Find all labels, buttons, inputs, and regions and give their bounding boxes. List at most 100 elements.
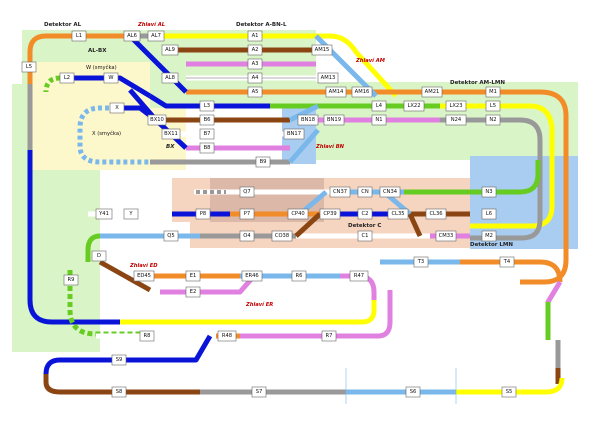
- block-CL36[interactable]: CL36: [425, 208, 447, 220]
- block-box[interactable]: [481, 230, 497, 242]
- block-R48[interactable]: R48: [217, 330, 237, 342]
- block-box[interactable]: [403, 100, 425, 112]
- block-CN37[interactable]: CN37: [329, 186, 351, 198]
- block-box[interactable]: [199, 142, 215, 154]
- block-D[interactable]: D: [91, 250, 107, 262]
- block-A4[interactable]: A4: [247, 72, 263, 84]
- block-A3[interactable]: A3: [247, 58, 263, 70]
- block-box[interactable]: [109, 102, 125, 114]
- block-box[interactable]: [481, 208, 497, 220]
- block-T4[interactable]: T4: [499, 256, 515, 268]
- block-LX23[interactable]: LX23: [445, 100, 467, 112]
- block-box[interactable]: [485, 100, 501, 112]
- block-R6[interactable]: R6: [291, 270, 307, 282]
- block-box[interactable]: [95, 208, 113, 220]
- block-R8[interactable]: R8: [139, 330, 155, 342]
- block-L2[interactable]: L2: [59, 72, 75, 84]
- block-box[interactable]: [133, 270, 155, 282]
- block-M1[interactable]: M1: [485, 86, 501, 98]
- block-ER46[interactable]: ER46: [241, 270, 263, 282]
- block-box[interactable]: [239, 208, 255, 220]
- block-CN[interactable]: CN: [357, 186, 373, 198]
- block-box[interactable]: [349, 270, 369, 282]
- block-L3[interactable]: L3: [199, 100, 215, 112]
- block-A2[interactable]: A2: [247, 44, 263, 56]
- block-box[interactable]: [59, 72, 75, 84]
- block-B6[interactable]: B6: [199, 114, 215, 126]
- block-box[interactable]: [199, 114, 215, 126]
- block-P7[interactable]: P7: [239, 208, 255, 220]
- block-box[interactable]: [241, 270, 263, 282]
- block-S9[interactable]: S9: [111, 354, 127, 366]
- block-box[interactable]: [425, 208, 447, 220]
- block-N3[interactable]: N3: [481, 186, 497, 198]
- block-P8[interactable]: P8: [195, 208, 211, 220]
- block-box[interactable]: [501, 386, 517, 398]
- block-W[interactable]: W: [103, 72, 119, 84]
- block-CN34[interactable]: CN34: [379, 186, 401, 198]
- block-box[interactable]: [247, 30, 263, 42]
- block-CM33[interactable]: CM33: [435, 230, 457, 242]
- block-B9[interactable]: B9: [255, 156, 271, 168]
- block-Q5[interactable]: Q5: [163, 230, 179, 242]
- block-M2[interactable]: M2: [481, 230, 497, 242]
- block-box[interactable]: [321, 330, 337, 342]
- block-box[interactable]: [481, 186, 497, 198]
- block-AM13[interactable]: AM13: [317, 72, 339, 84]
- block-box[interactable]: [317, 72, 339, 84]
- block-box[interactable]: [311, 44, 333, 56]
- block-box[interactable]: [485, 86, 501, 98]
- block-box[interactable]: [499, 256, 515, 268]
- block-AM15[interactable]: AM15: [311, 44, 333, 56]
- block-box[interactable]: [323, 114, 345, 126]
- block-box[interactable]: [63, 274, 79, 286]
- block-AL9[interactable]: AL9: [161, 44, 179, 56]
- block-S8[interactable]: S8: [111, 386, 127, 398]
- block-BN19[interactable]: BN19: [323, 114, 345, 126]
- block-box[interactable]: [161, 128, 181, 140]
- block-A5[interactable]: A5: [247, 86, 263, 98]
- block-AL6[interactable]: AL6: [123, 30, 141, 42]
- block-box[interactable]: [291, 270, 307, 282]
- block-box[interactable]: [247, 44, 263, 56]
- block-box[interactable]: [297, 114, 319, 126]
- block-Q7[interactable]: Q7: [239, 186, 255, 198]
- block-box[interactable]: [283, 128, 305, 140]
- block-box[interactable]: [91, 250, 107, 262]
- block-box[interactable]: [139, 330, 155, 342]
- block-box[interactable]: [445, 100, 467, 112]
- block-N2[interactable]: N2: [485, 114, 501, 126]
- block-box[interactable]: [357, 230, 373, 242]
- block-CP39[interactable]: CP39: [319, 208, 341, 220]
- block-box[interactable]: [217, 330, 237, 342]
- block-box[interactable]: [185, 286, 201, 298]
- block-box[interactable]: [485, 114, 501, 126]
- block-box[interactable]: [247, 58, 263, 70]
- block-BX11[interactable]: BX11: [161, 128, 181, 140]
- block-box[interactable]: [161, 72, 179, 84]
- block-AL7[interactable]: AL7: [147, 30, 165, 42]
- block-C2[interactable]: C2: [357, 208, 373, 220]
- block-L5-right[interactable]: L5: [485, 100, 501, 112]
- block-box[interactable]: [413, 256, 429, 268]
- block-CP40[interactable]: CP40: [287, 208, 309, 220]
- block-E2[interactable]: E2: [185, 286, 201, 298]
- block-AL8[interactable]: AL8: [161, 72, 179, 84]
- block-box[interactable]: [357, 186, 373, 198]
- block-box[interactable]: [445, 114, 467, 126]
- block-BX10[interactable]: BX10: [147, 114, 167, 126]
- block-N1[interactable]: N1: [371, 114, 387, 126]
- block-box[interactable]: [387, 208, 409, 220]
- block-T3[interactable]: T3: [413, 256, 429, 268]
- block-box[interactable]: [185, 270, 201, 282]
- block-box[interactable]: [255, 156, 271, 168]
- block-box[interactable]: [247, 86, 263, 98]
- block-LX22[interactable]: LX22: [403, 100, 425, 112]
- block-box[interactable]: [147, 30, 165, 42]
- block-box[interactable]: [319, 208, 341, 220]
- block-box[interactable]: [421, 86, 443, 98]
- block-box[interactable]: [379, 186, 401, 198]
- block-box[interactable]: [111, 386, 127, 398]
- block-B7[interactable]: B7: [199, 128, 215, 140]
- block-A1[interactable]: A1: [247, 30, 263, 42]
